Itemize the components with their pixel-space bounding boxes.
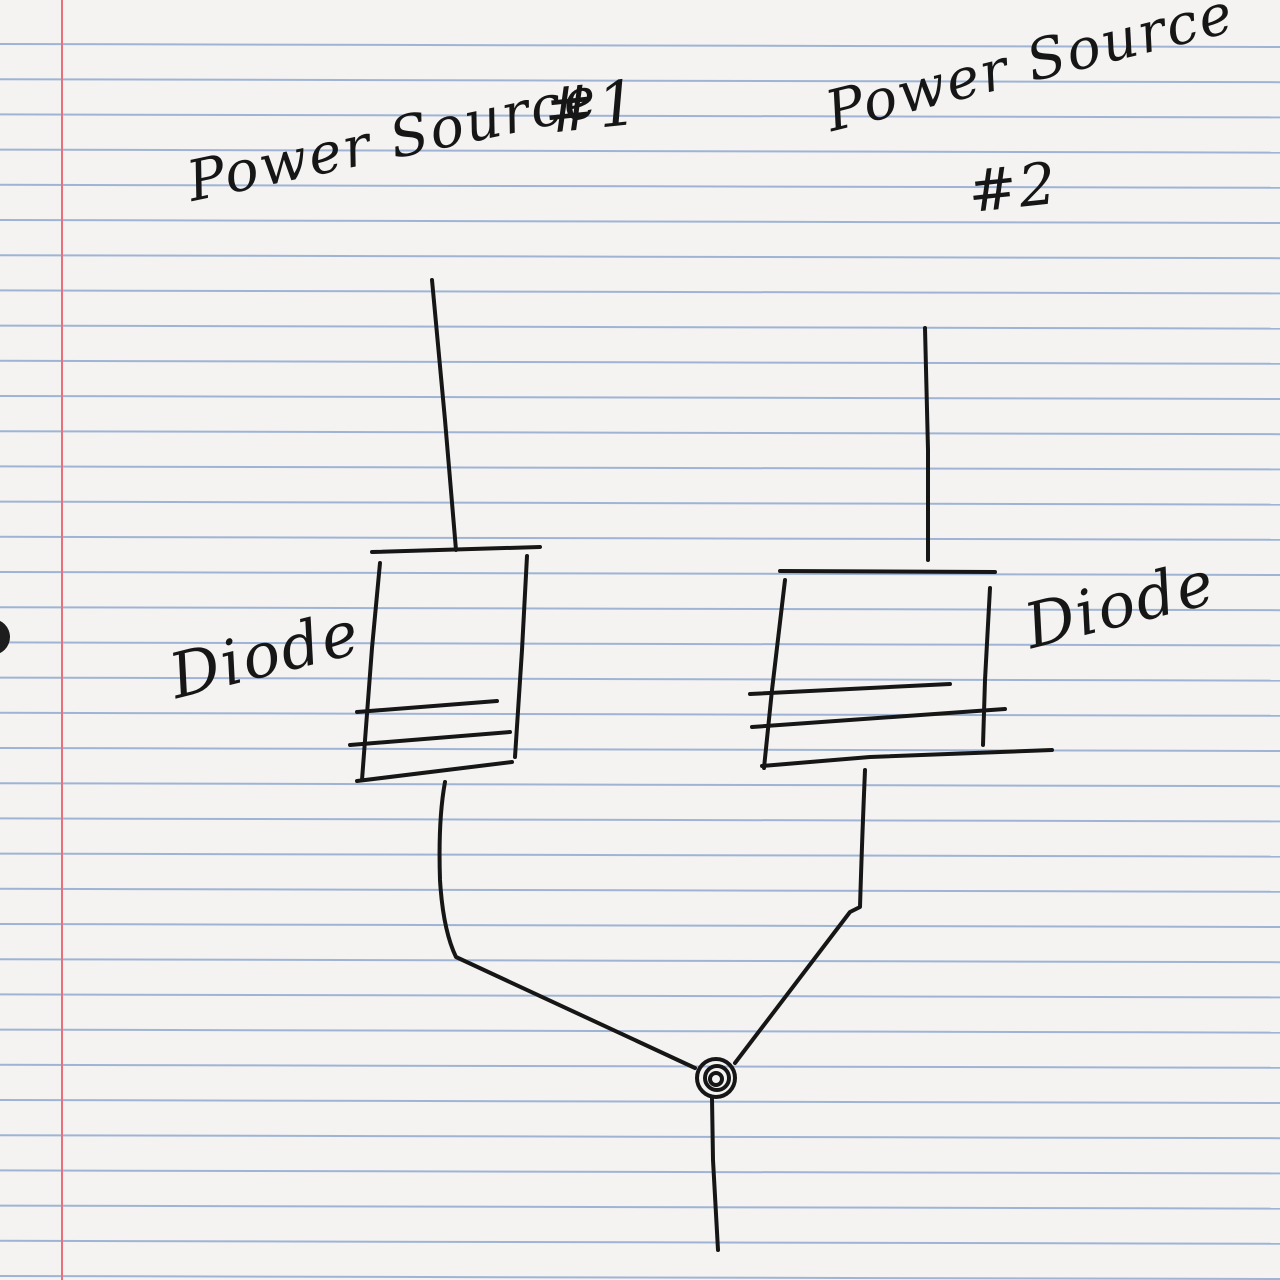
ruled-line	[0, 993, 1280, 999]
ruled-line	[0, 571, 1280, 576]
wire-output	[710, 1096, 720, 1252]
ruled-line	[0, 148, 1280, 154]
junction-node	[695, 1057, 737, 1099]
diode-1-band-3	[355, 760, 514, 783]
ruled-line	[0, 782, 1280, 788]
binder-hole	[0, 620, 10, 654]
ruled-line	[0, 219, 1280, 224]
power-source-1-number: #1	[540, 65, 643, 148]
ruled-line	[0, 1275, 1280, 1280]
ruled-line	[0, 852, 1280, 858]
diode-2-band-2	[750, 707, 1007, 729]
ruled-line	[0, 465, 1280, 471]
ruled-line	[0, 1239, 1280, 1245]
diode-1-band-2	[348, 730, 512, 747]
ruled-line	[0, 183, 1280, 189]
ruled-line	[0, 817, 1280, 823]
ruled-line	[0, 289, 1280, 295]
wire-source-2	[923, 326, 930, 562]
ruled-line	[0, 887, 1280, 893]
ruled-line	[0, 359, 1280, 365]
ruled-line	[0, 1169, 1280, 1175]
diode-2-band-1	[748, 682, 952, 696]
ruled-line	[0, 1063, 1280, 1069]
wire-diode-1-junction	[437, 780, 697, 1070]
ruled-line	[0, 430, 1280, 436]
ruled-line	[0, 324, 1280, 330]
diode-2-band-3	[760, 748, 1054, 768]
ruled-line	[0, 500, 1280, 506]
wire-diode-2-junction	[733, 768, 867, 1065]
ruled-line	[0, 1099, 1280, 1104]
ruled-line	[0, 747, 1280, 752]
diode-1-band-1	[355, 699, 499, 714]
ruled-line	[0, 923, 1280, 928]
ruled-line	[0, 1204, 1280, 1210]
ruled-line	[0, 641, 1280, 647]
ruled-line	[0, 395, 1280, 400]
ruled-line	[0, 113, 1280, 119]
wire-source-1	[430, 278, 458, 552]
ruled-line	[0, 254, 1280, 260]
ruled-lines	[0, 43, 1280, 1280]
ruled-line	[0, 43, 1280, 48]
diode-2-body	[762, 578, 992, 770]
ruled-line	[0, 676, 1280, 682]
diode-1-top-bar	[370, 545, 542, 554]
ruled-line	[0, 711, 1280, 717]
ruled-line	[0, 606, 1280, 612]
diode-2-top-bar	[778, 569, 997, 574]
ruled-line	[0, 958, 1280, 964]
ruled-line	[0, 1134, 1280, 1140]
ruled-line	[0, 535, 1280, 541]
power-source-2-number: #2	[964, 149, 1062, 226]
ruled-line	[0, 78, 1280, 84]
diode-1-body	[360, 554, 529, 782]
ruled-line	[0, 1028, 1280, 1034]
